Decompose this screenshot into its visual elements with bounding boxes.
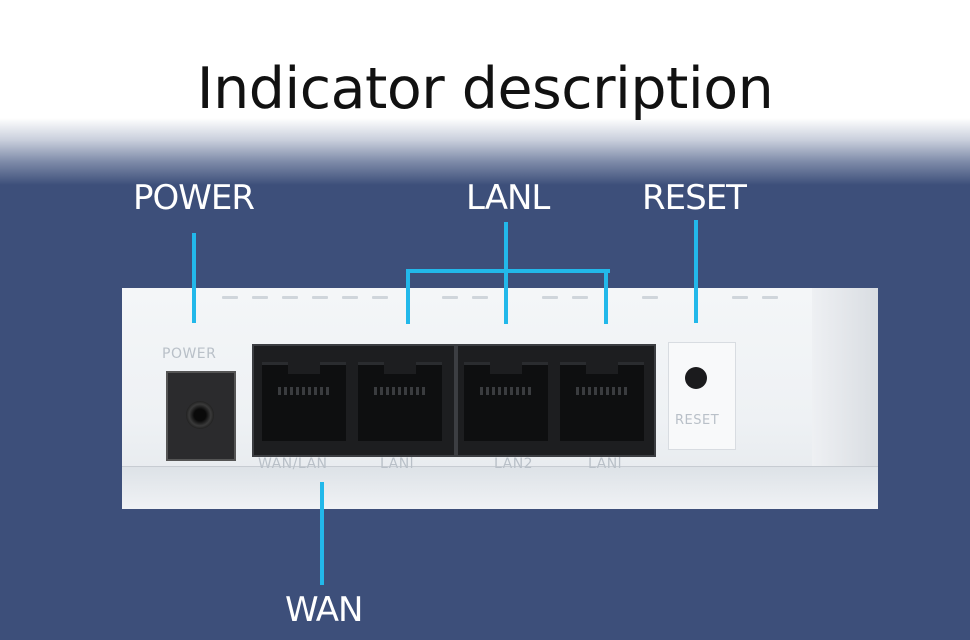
lan1-port-label: LANl: [380, 456, 415, 472]
wan-lan-port-label: WAN/LAN: [258, 456, 328, 472]
router-back-panel: POWER WAN/LAN LANl LAN2 LANl RESET: [122, 288, 878, 509]
vent-slot: [572, 296, 588, 299]
reset-callout-line: [694, 220, 698, 323]
vent-slot: [312, 296, 328, 299]
vent-slot: [222, 296, 238, 299]
wan-lan-port: [262, 362, 346, 441]
vent-slot: [642, 296, 658, 299]
reset-button-hole: [685, 367, 707, 389]
power-port-label: POWER: [162, 346, 217, 362]
vent-slot: [282, 296, 298, 299]
vent-slot: [472, 296, 488, 299]
reset-panel: RESET: [668, 342, 736, 450]
lan3-port: [560, 362, 644, 441]
lan2-port-label: LAN2: [494, 456, 534, 472]
header-band: [0, 0, 970, 185]
power-callout-line: [192, 233, 196, 323]
vent-slot: [542, 296, 558, 299]
vent-slot: [372, 296, 388, 299]
wan-callout-line: [320, 482, 324, 585]
vent-slot: [732, 296, 748, 299]
router-side: [812, 288, 878, 466]
lan-callout-line-center: [504, 222, 508, 324]
lan-callout-label: LANL: [466, 178, 550, 218]
port-block-right: [456, 344, 656, 457]
power-callout-label: POWER: [133, 178, 255, 218]
power-jack: [166, 371, 236, 461]
lan-callout-bracket: [406, 269, 610, 273]
wan-callout-label: WAN: [285, 590, 363, 630]
lan2-port: [464, 362, 548, 441]
router-base: [122, 466, 878, 509]
lan-callout-line-right: [604, 269, 608, 324]
power-jack-socket: [186, 401, 214, 429]
lan3-port-label: LANl: [588, 456, 623, 472]
port-block-left: [252, 344, 456, 457]
lan1-port: [358, 362, 442, 441]
reset-port-label: RESET: [675, 413, 720, 428]
page-title: Indicator description: [196, 56, 774, 122]
lan-callout-line-left: [406, 269, 410, 324]
vent-slot: [252, 296, 268, 299]
vent-slot: [762, 296, 778, 299]
vent-slot: [442, 296, 458, 299]
vent-slot: [342, 296, 358, 299]
reset-callout-label: RESET: [642, 178, 747, 218]
